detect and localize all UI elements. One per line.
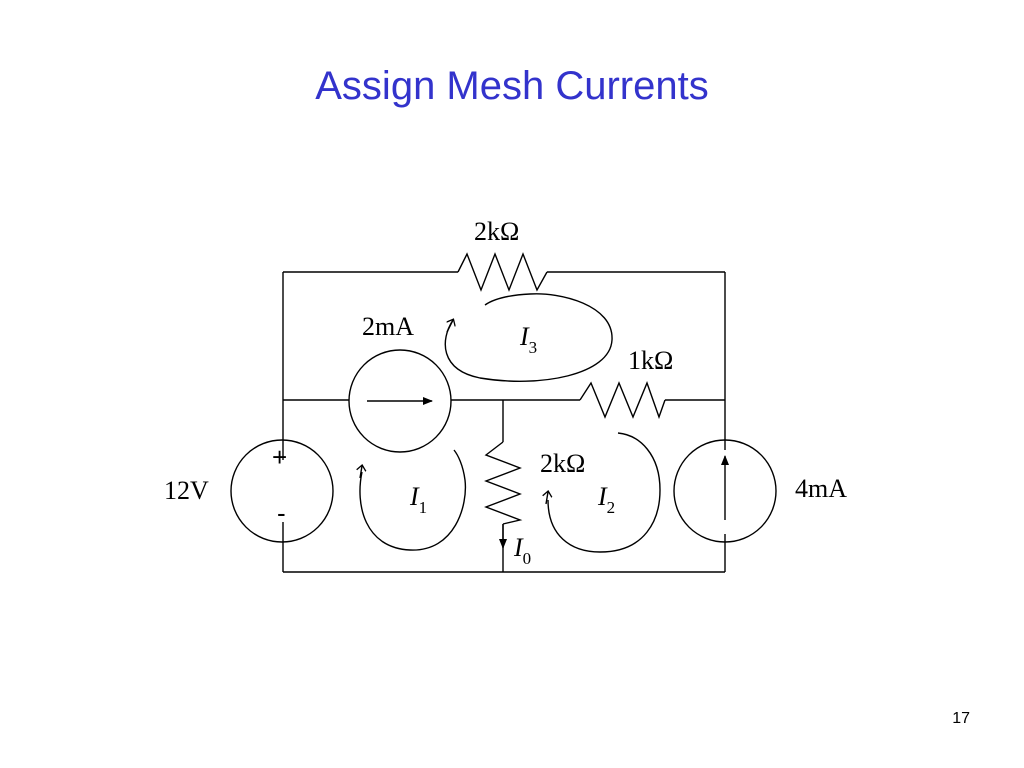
- resistor-top-2k: [457, 252, 548, 292]
- label-mesh-i1: I1: [409, 482, 427, 517]
- voltage-source-12v: [230, 439, 334, 543]
- current-source-4ma: [673, 439, 777, 543]
- slide-title: Assign Mesh Currents: [315, 64, 709, 108]
- label-resistor-right: 1kΩ: [628, 346, 673, 375]
- label-current-source-2ma: 2mA: [362, 312, 414, 341]
- mesh-loop-i1: [359, 449, 467, 551]
- resistor-right-1k: [579, 381, 666, 420]
- label-resistor-top: 2kΩ: [474, 217, 519, 246]
- label-current-i0: I0: [513, 533, 531, 568]
- wires: [282, 271, 726, 573]
- mesh-loop-i3-arrowhead: [447, 320, 453, 333]
- mesh-loop-i2-arrowhead: [546, 492, 548, 505]
- label-mesh-i3: I3: [519, 322, 537, 357]
- current-source-2ma: [348, 349, 452, 453]
- label-voltage-plus: +: [272, 442, 287, 472]
- mesh-loop-i1-arrowhead: [360, 466, 362, 479]
- label-voltage-source: 12V: [164, 476, 209, 505]
- mesh-loop-i2: [547, 432, 661, 553]
- mesh-loop-i3: [444, 293, 613, 382]
- label-current-source-4ma: 4mA: [795, 474, 847, 503]
- label-mesh-i2: I2: [597, 482, 615, 517]
- resistor-middle-2k: [484, 441, 523, 525]
- label-resistor-middle: 2kΩ: [540, 449, 585, 478]
- label-voltage-minus: -: [277, 498, 286, 528]
- page-number: 17: [952, 710, 970, 727]
